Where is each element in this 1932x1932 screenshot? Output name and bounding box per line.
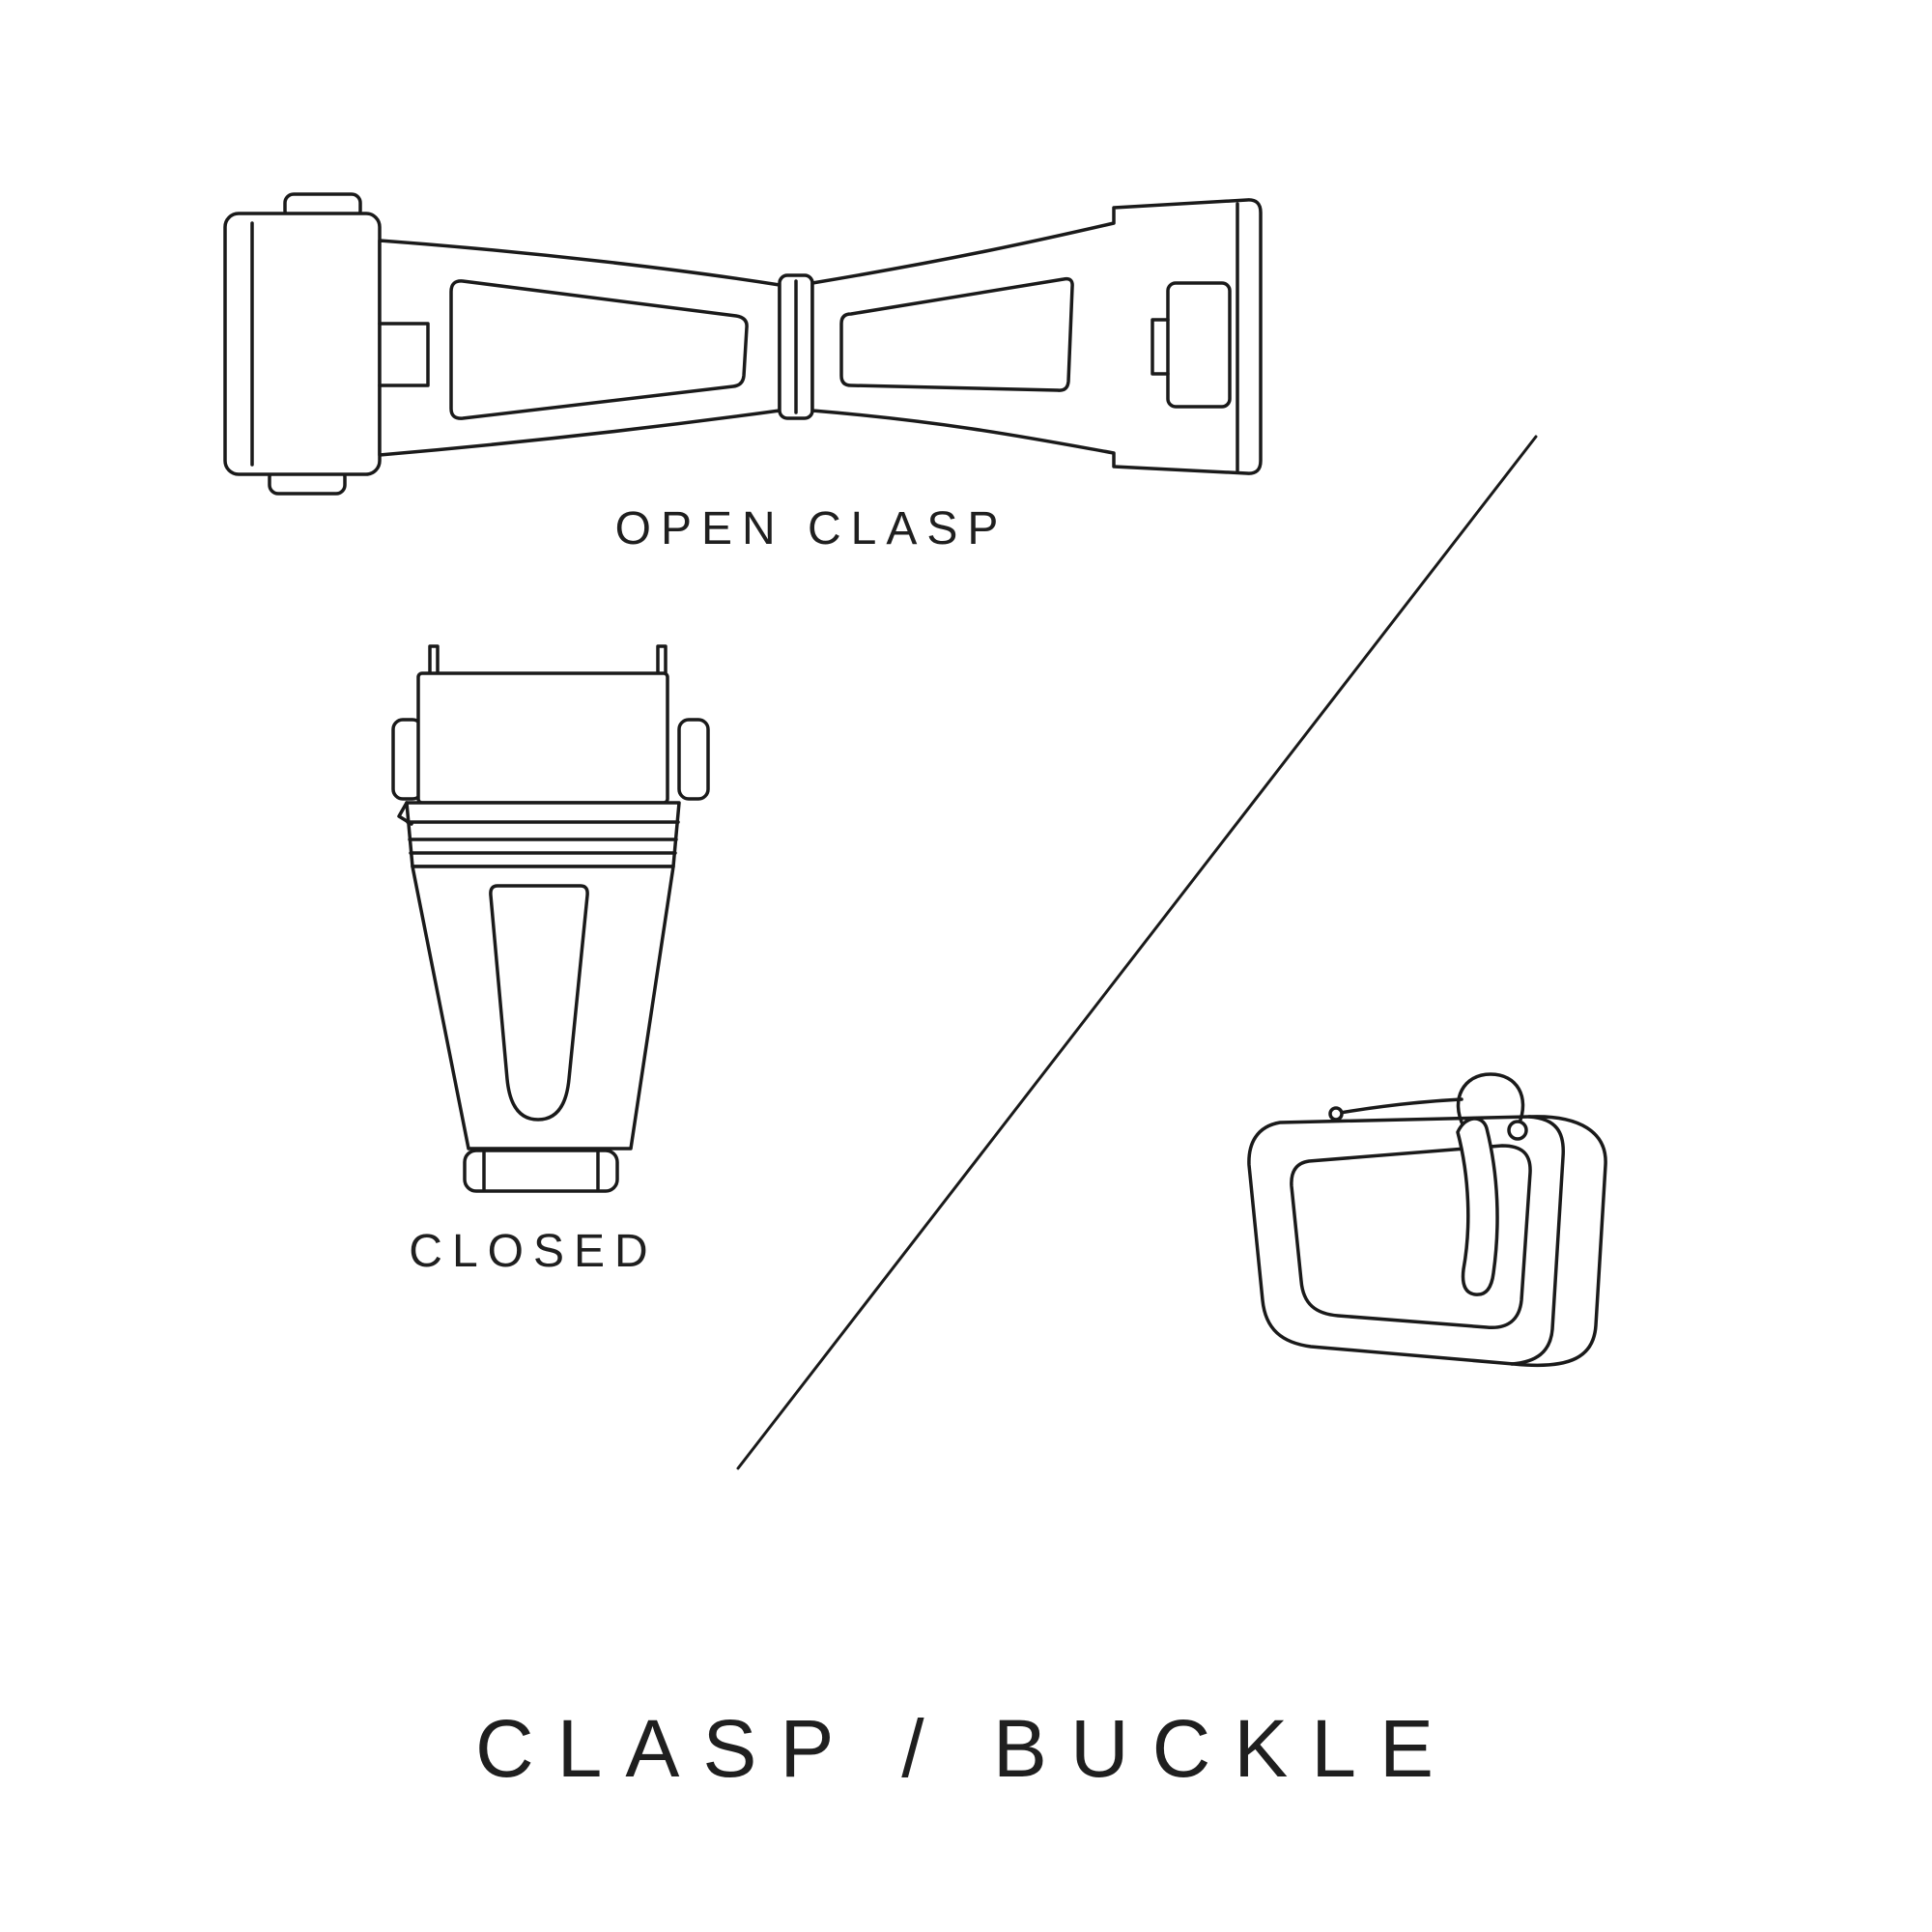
tang-buckle-illustration	[1247, 1072, 1607, 1368]
diagram-title: CLASP / BUCKLE	[474, 1703, 1458, 1794]
open-clasp-illustration	[223, 192, 1263, 496]
closed-clasp-illustration	[391, 644, 710, 1193]
closed-clasp-label: CLOSED	[409, 1226, 658, 1277]
open-clasp-label: OPEN CLASP	[614, 503, 1009, 554]
